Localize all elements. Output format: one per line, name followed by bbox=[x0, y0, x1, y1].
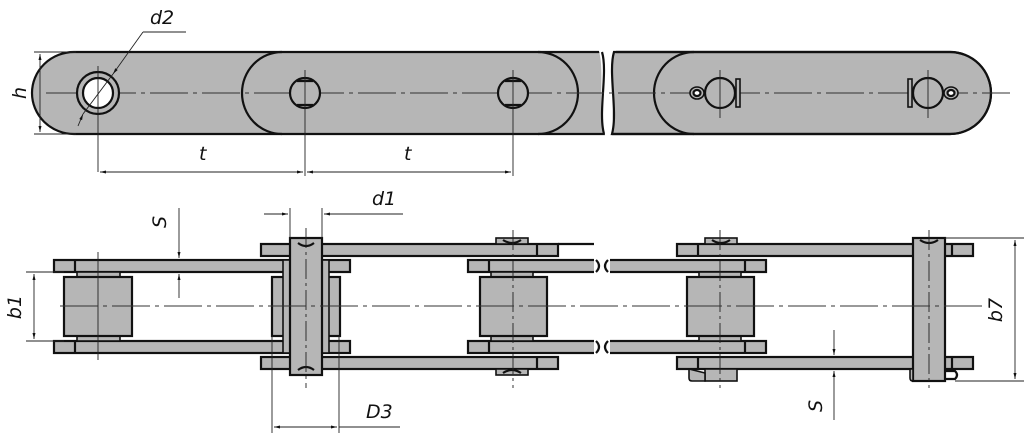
roller-1 bbox=[62, 252, 134, 360]
break-marks bbox=[558, 240, 610, 375]
label-d2: d2 bbox=[150, 7, 174, 29]
roller-4 bbox=[685, 230, 756, 388]
outer-plates-link-2 bbox=[259, 242, 560, 371]
label-s-bottom: S bbox=[805, 400, 827, 412]
roller-3 bbox=[478, 230, 549, 388]
label-d1: d1 bbox=[372, 188, 396, 210]
label-d3: D3 bbox=[366, 401, 393, 423]
dimension-b1: b1 bbox=[4, 271, 64, 342]
cotter-pin-right bbox=[907, 70, 959, 118]
dimension-b7: b7 bbox=[945, 237, 1024, 382]
dimension-d3: D3 bbox=[271, 336, 400, 433]
label-t-2: t bbox=[404, 143, 413, 165]
dimension-d1: d1 bbox=[264, 188, 403, 238]
dimension-h: h bbox=[9, 51, 76, 135]
outer-plates-link-4 bbox=[675, 242, 975, 371]
dimension-s-top: S bbox=[149, 208, 181, 298]
pin-hole-1 bbox=[288, 70, 322, 176]
outer-plate-left-arc bbox=[240, 50, 283, 136]
side-view: h d2 t t bbox=[9, 7, 1010, 176]
top-view: S b1 d1 D3 b7 bbox=[4, 188, 1024, 433]
dimension-d2: d2 bbox=[77, 7, 186, 127]
dimension-t: t t bbox=[100, 143, 511, 174]
label-t-1: t bbox=[199, 143, 208, 165]
pin-hole-2 bbox=[496, 70, 530, 176]
label-h: h bbox=[9, 87, 31, 99]
inner-plates-link-3 bbox=[466, 258, 768, 355]
label-b1: b1 bbox=[4, 295, 26, 319]
label-s-top: S bbox=[149, 216, 171, 228]
dimension-s-bottom: S bbox=[805, 330, 836, 420]
inner-plates-left bbox=[52, 258, 352, 355]
pin-end bbox=[909, 230, 959, 388]
cotter-pin-left bbox=[689, 70, 741, 118]
pin-1 bbox=[288, 228, 324, 388]
bushing-hole bbox=[75, 66, 121, 172]
label-b7: b7 bbox=[985, 298, 1007, 322]
